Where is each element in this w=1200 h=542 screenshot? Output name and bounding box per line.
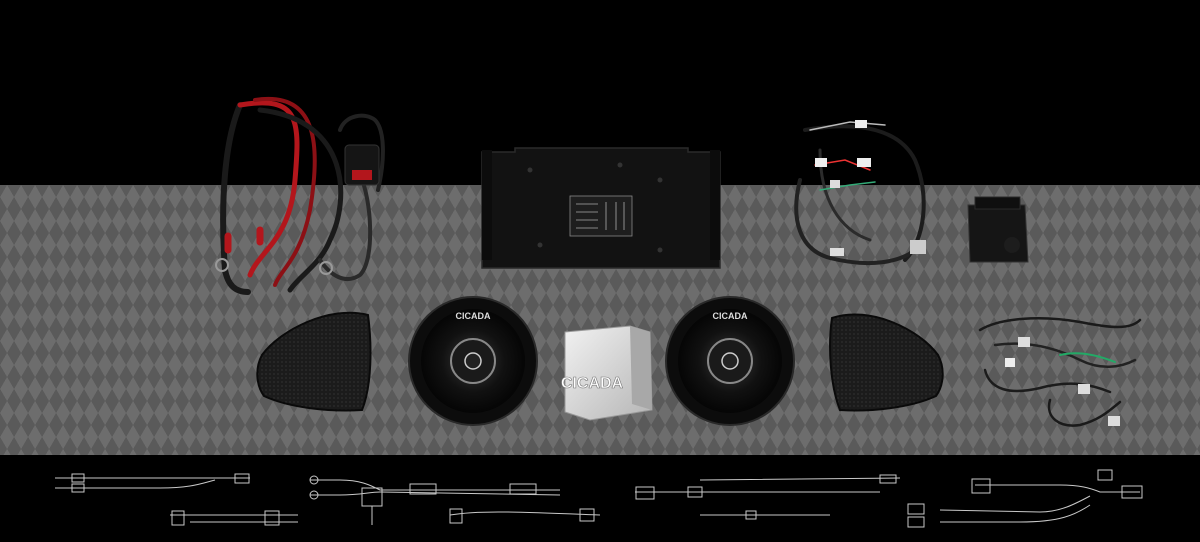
diagram-strip — [0, 455, 1200, 542]
control-module — [967, 196, 1029, 263]
amplifier: CICADA — [561, 325, 653, 421]
right-speaker-logo: CICADA — [713, 311, 748, 321]
left-speaker-grille — [256, 311, 372, 412]
wiring-diagram-line-art — [55, 469, 1143, 528]
amplifier-logo: CICADA — [561, 375, 624, 392]
speaker-wiring-harness — [794, 120, 926, 265]
right-speaker: CICADA — [665, 296, 795, 426]
left-speaker: CICADA — [408, 296, 538, 426]
speaker-extension-cables — [978, 317, 1142, 427]
left-speaker-logo: CICADA — [456, 311, 491, 321]
power-wire-harness — [215, 96, 385, 295]
right-speaker-grille — [829, 313, 944, 412]
mounting-bracket — [481, 147, 721, 269]
